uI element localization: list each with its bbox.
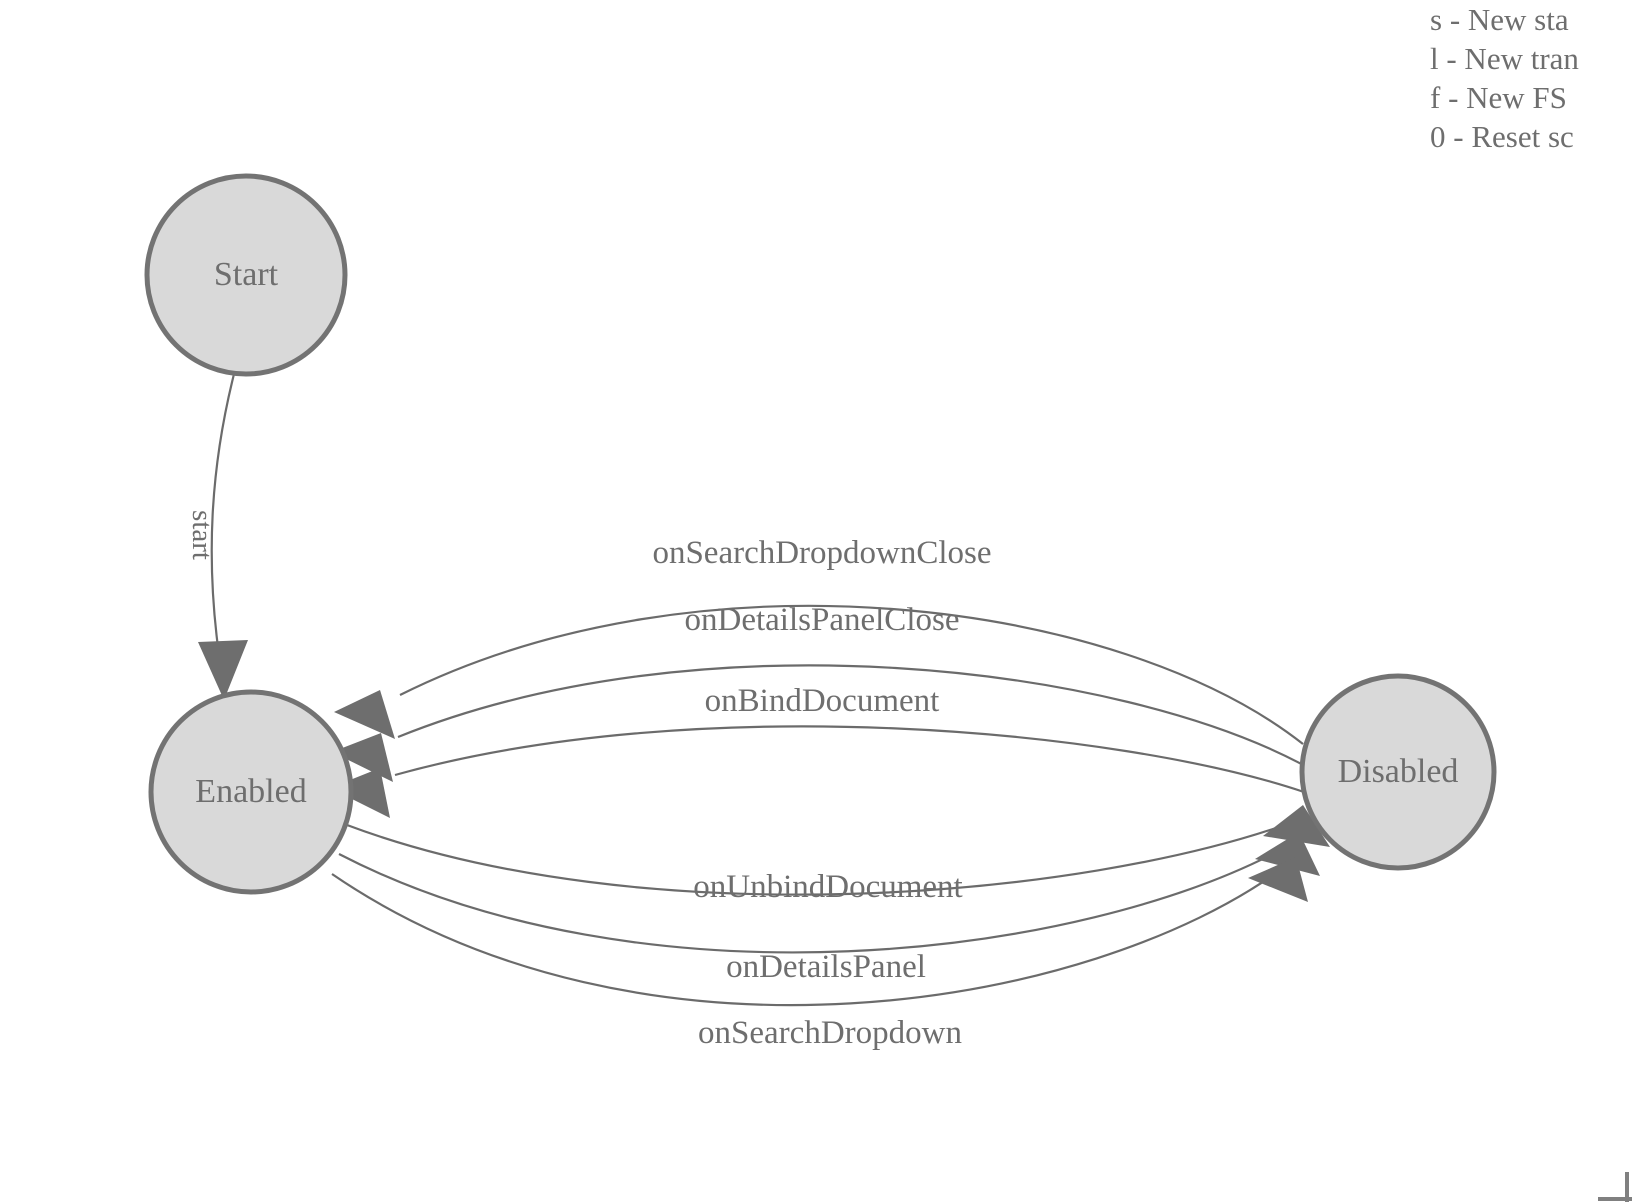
node-enabled-label: Enabled <box>195 773 306 810</box>
edge-path[interactable] <box>331 867 1284 1007</box>
legend-line-new-fsm: f - New FS <box>1430 80 1567 115</box>
node-start-label: Start <box>214 256 279 293</box>
edge-path[interactable] <box>394 725 1305 794</box>
edge-start-to-enabled[interactable] <box>198 373 248 700</box>
edge-path[interactable] <box>399 604 1304 745</box>
edge-path[interactable] <box>397 664 1308 768</box>
resize-handle-icon[interactable] <box>1598 1172 1632 1204</box>
keyboard-shortcuts-legend: s - New sta l - New tran f - New FS 0 - … <box>1430 0 1632 156</box>
edge-path[interactable] <box>338 845 1289 954</box>
node-disabled[interactable]: Disabled <box>1299 673 1497 871</box>
edge-disabled-to-enabled-onbinddocument[interactable] <box>330 725 1305 818</box>
edge-label-ondetailspanelclose: onDetailsPanelClose <box>685 602 960 638</box>
arrowhead-icon <box>1248 857 1308 902</box>
arrowhead-icon <box>334 690 395 739</box>
arrowhead-icon <box>1255 832 1320 876</box>
edge-label-onbinddocument: onBindDocument <box>705 683 940 719</box>
legend-line-reset-scale: 0 - Reset sc <box>1430 119 1574 154</box>
edge-enabled-to-disabled-onunbinddocument[interactable] <box>346 805 1330 896</box>
legend-line-new-state: s - New sta <box>1430 2 1569 37</box>
edge-enabled-to-disabled-ondetailspanel[interactable] <box>338 832 1320 954</box>
edge-path[interactable] <box>346 819 1297 896</box>
edge-label-onsearchdropdownclose: onSearchDropdownClose <box>652 535 991 571</box>
node-start-circle[interactable] <box>144 173 348 377</box>
node-disabled-label: Disabled <box>1338 753 1459 790</box>
node-disabled-circle[interactable] <box>1299 673 1497 871</box>
resize-handle-vertical-bar <box>1625 1172 1629 1202</box>
arrowhead-icon <box>1263 805 1330 847</box>
arrowhead-icon <box>198 640 248 700</box>
legend-line-new-transition: l - New tran <box>1430 41 1579 76</box>
edge-path[interactable] <box>210 373 236 656</box>
edge-label-ondetailspanel: onDetailsPanel <box>726 949 926 985</box>
edge-label-start: start <box>186 510 218 560</box>
edge-label-onunbinddocument: onUnbindDocument <box>693 869 962 905</box>
edge-disabled-to-enabled-onsearchdropdownclose[interactable] <box>334 604 1304 745</box>
resize-handle-horizontal-bar <box>1598 1197 1632 1201</box>
edge-enabled-to-disabled-onsearchdropdown[interactable] <box>331 857 1308 1007</box>
node-enabled[interactable]: Enabled <box>148 689 354 895</box>
arrowhead-icon <box>330 768 390 818</box>
edge-label-onsearchdropdown: onSearchDropdown <box>698 1015 962 1051</box>
node-enabled-circle[interactable] <box>148 689 354 895</box>
node-start[interactable]: Start <box>144 173 348 377</box>
